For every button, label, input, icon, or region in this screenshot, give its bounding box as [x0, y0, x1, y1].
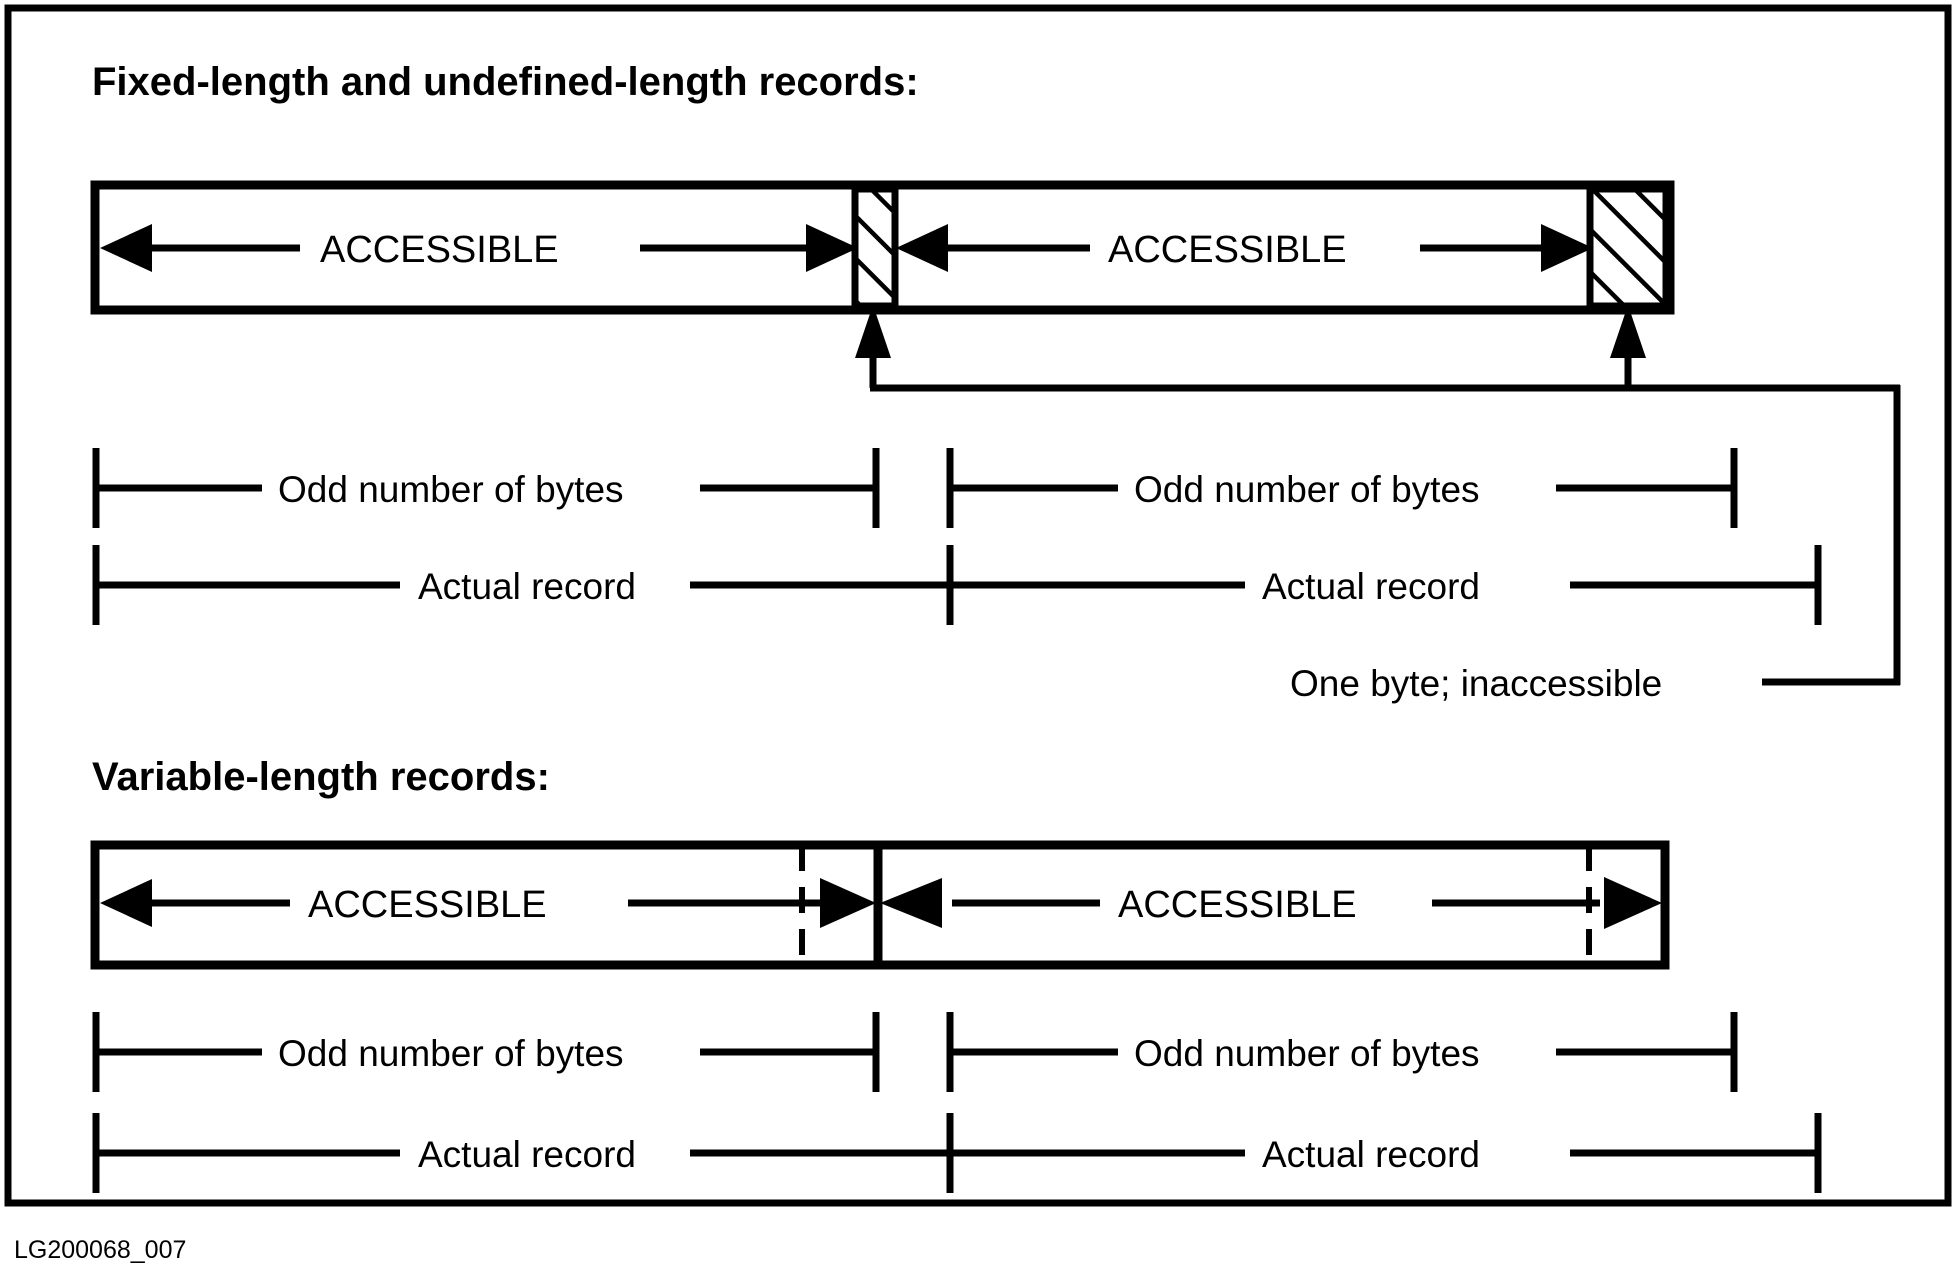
arrow-left-icon — [100, 879, 152, 927]
accessible-span-variable-2: ACCESSIBLE — [880, 877, 1662, 929]
measure-label: Odd number of bytes — [278, 1033, 624, 1074]
inaccessible-callout-leader — [855, 305, 1901, 686]
accessible-span-fixed-2: ACCESSIBLE — [896, 224, 1593, 272]
measure-odd-bytes-fixed-2: Odd number of bytes — [946, 448, 1738, 528]
arrow-left-icon — [880, 878, 942, 928]
measure-label: Actual record — [418, 1134, 636, 1175]
measure-odd-bytes-variable-1: Odd number of bytes — [92, 1012, 880, 1092]
measure-actual-record-fixed-2: Actual record — [950, 545, 1822, 625]
inaccessible-byte-block-1 — [851, 185, 899, 310]
measure-label: Actual record — [1262, 1134, 1480, 1175]
arrow-right-icon — [1604, 877, 1662, 929]
measure-label: Odd number of bytes — [278, 469, 624, 510]
arrow-right-icon — [806, 224, 858, 272]
measure-label: Odd number of bytes — [1134, 1033, 1480, 1074]
accessible-span-fixed-1: ACCESSIBLE — [100, 224, 858, 272]
figure-border — [4, 4, 1952, 1207]
measure-actual-record-variable-1: Actual record — [92, 1113, 954, 1193]
section-heading-fixed: Fixed-length and undefined-length record… — [92, 60, 919, 104]
section-heading-variable: Variable-length records: — [92, 755, 550, 799]
measure-label: Actual record — [1262, 566, 1480, 607]
arrow-left-icon — [100, 224, 152, 272]
measure-actual-record-variable-2: Actual record — [950, 1113, 1822, 1193]
measure-label: Odd number of bytes — [1134, 469, 1480, 510]
accessible-label: ACCESSIBLE — [1118, 884, 1357, 926]
one-byte-inaccessible-label: One byte; inaccessible — [1290, 663, 1662, 704]
arrow-up-icon — [1610, 305, 1646, 358]
arrow-right-icon — [820, 878, 876, 928]
measure-label: Actual record — [418, 566, 636, 607]
arrow-up-icon — [855, 305, 891, 358]
accessible-label: ACCESSIBLE — [320, 229, 559, 271]
inaccessible-byte-block-2 — [1586, 185, 1670, 310]
accessible-label: ACCESSIBLE — [308, 884, 547, 926]
arrow-right-icon — [1541, 224, 1593, 272]
accessible-label: ACCESSIBLE — [1108, 229, 1347, 271]
arrow-left-icon — [896, 224, 948, 272]
measure-odd-bytes-fixed-1: Odd number of bytes — [92, 448, 880, 528]
accessible-span-variable-1: ACCESSIBLE — [100, 878, 876, 928]
measure-actual-record-fixed-1: Actual record — [92, 545, 954, 625]
figure-caption-id: LG200068_007 — [14, 1236, 186, 1264]
measure-odd-bytes-variable-2: Odd number of bytes — [946, 1012, 1738, 1092]
